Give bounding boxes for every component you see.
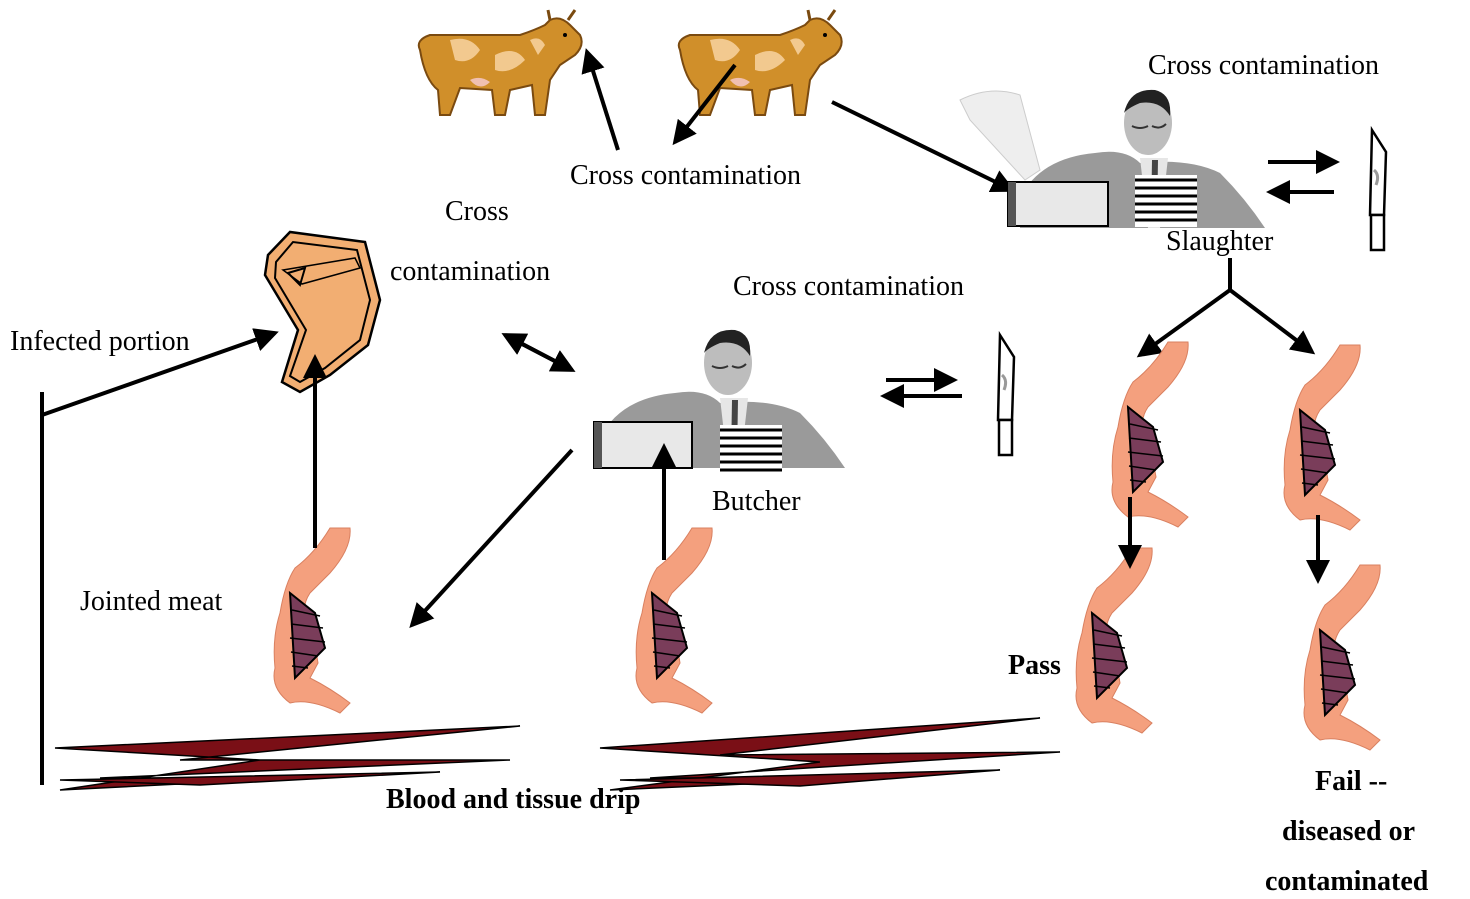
knife-icon-slaughter — [1370, 130, 1386, 250]
steak-icon — [265, 232, 380, 392]
cow-icon-left — [419, 10, 582, 115]
blood-drip-icon-left — [55, 726, 520, 790]
cross-contamination-label-cows: Cross contamination — [570, 162, 801, 190]
chopping-block-icon-top — [1008, 182, 1108, 226]
butcher-label: Butcher — [712, 488, 801, 516]
meat-carcass-icon-pass — [1076, 548, 1152, 733]
meat-carcass-icon-fail — [1304, 565, 1380, 750]
cross-contamination-label-left-2: contamination — [390, 258, 550, 286]
meat-carcass-icon-2 — [1284, 345, 1360, 530]
fail-label-line-1: Fail -- — [1315, 768, 1387, 796]
fail-label-line-3: contaminated — [1265, 868, 1428, 896]
chopping-block-icon-butcher — [594, 422, 692, 468]
meat-carcass-icon-jointed — [274, 528, 350, 713]
knife-icon-butcher — [998, 335, 1014, 455]
infected-portion-label: Infected portion — [10, 328, 190, 356]
blood-drip-label: Blood and tissue drip — [386, 786, 640, 814]
fail-label-line-2: diseased or — [1282, 818, 1415, 846]
meat-carcass-icon-1 — [1112, 342, 1188, 527]
cross-contamination-label-slaughter: Cross contamination — [1148, 52, 1379, 80]
pass-label: Pass — [1008, 652, 1061, 680]
slaughter-label: Slaughter — [1166, 228, 1273, 256]
cross-contamination-label-butcher: Cross contamination — [733, 273, 964, 301]
jointed-meat-label: Jointed meat — [80, 588, 222, 616]
blood-drip-icon-right — [600, 718, 1060, 790]
meat-carcass-icon-butcher — [636, 528, 712, 713]
cow-icon-right — [679, 10, 842, 115]
cross-contamination-label-left-1: Cross — [445, 198, 509, 226]
